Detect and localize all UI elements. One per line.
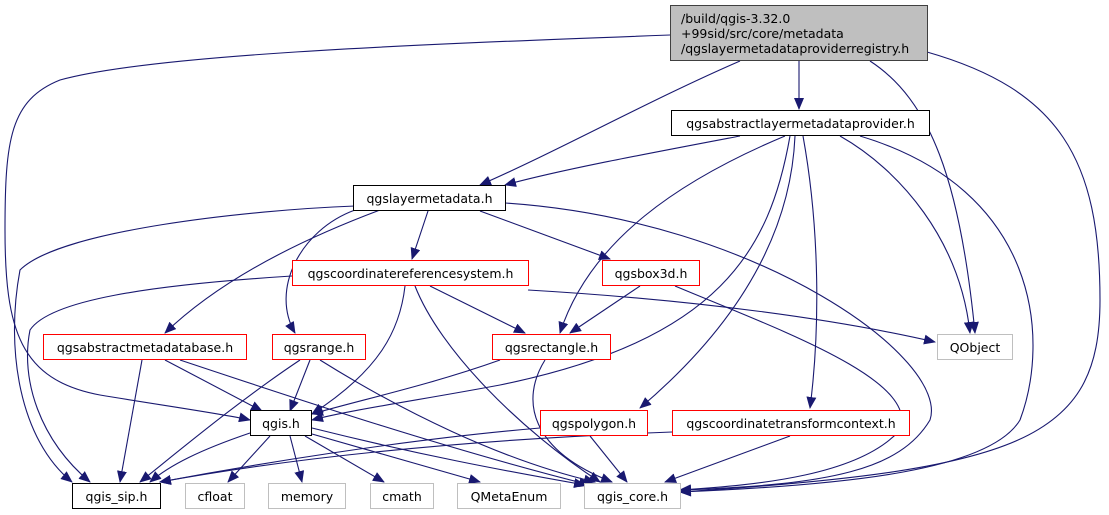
edge-crs-qgis — [311, 285, 406, 415]
edge-polygon-qgis-core — [589, 435, 628, 483]
edge-crs-qobject — [527, 289, 936, 345]
edge-qgis-cfloat — [227, 435, 271, 483]
node-abstract-metadata-base[interactable]: qgsabstractmetadatabase.h — [43, 334, 247, 360]
node-rectangle[interactable]: qgsrectangle.h — [492, 334, 611, 360]
edge-layermetadata-box3d — [479, 210, 611, 260]
node-abstract-layer-metadata-provider[interactable]: qgsabstractlayermetadataprovider.h — [671, 110, 930, 136]
node-qobject[interactable]: QObject — [937, 334, 1013, 360]
edge-provider-qgis — [311, 135, 791, 423]
edge-abstract-base-qgis — [164, 359, 263, 412]
edge-provider-layermetadata — [504, 135, 741, 187]
node-qmetaenum[interactable]: QMetaEnum — [457, 483, 561, 509]
edge-box3d-rectangle — [569, 285, 641, 334]
edge-layermetadata-qgis-core — [504, 202, 932, 495]
node-box3d[interactable]: qgsbox3d.h — [602, 260, 700, 286]
edge-box3d-qgis-core — [674, 285, 903, 495]
edge-range-qgis-sip — [139, 359, 301, 483]
edge-crs-qgis-sip — [27, 275, 293, 483]
edge-qgis-cmath — [304, 435, 385, 483]
edge-qgis-qmetaenum — [311, 433, 481, 484]
edge-provider-polygon — [639, 135, 796, 409]
node-polygon[interactable]: qgspolygon.h — [540, 410, 648, 436]
edge-root-qgis — [4, 34, 671, 423]
root-line-3: /qgslayermetadataproviderregistry.h — [681, 40, 910, 56]
node-cmath[interactable]: cmath — [370, 483, 434, 509]
edge-crs-qgis-core — [414, 285, 601, 483]
node-cfloat[interactable]: cfloat — [185, 483, 245, 509]
edge-rectangle-qgis — [311, 359, 501, 416]
edge-layermetadata-abstract-base — [164, 209, 381, 334]
node-coordinate-reference-system[interactable]: qgscoordinatereferencesystem.h — [292, 260, 529, 286]
edge-crs-rectangle — [429, 285, 526, 334]
edge-range-qgis — [289, 359, 311, 412]
edge-range-qgis-core — [319, 359, 596, 485]
edge-layermetadata-qgis-sip — [13, 205, 356, 483]
node-coordinate-transform-context[interactable]: qgscoordinatetransformcontext.h — [672, 410, 910, 436]
node-qgis-core[interactable]: qgis_core.h — [584, 483, 681, 509]
node-memory[interactable]: memory — [268, 483, 346, 509]
edge-abstract-base-qgis-sip — [117, 359, 143, 483]
edge-root-qobject — [869, 60, 979, 334]
edge-root-layermetadata — [479, 60, 741, 186]
edge-qgis-qgis-sip — [149, 432, 251, 483]
edge-root-qgis-core — [679, 51, 1101, 497]
edge-qgis-qgis-core — [311, 427, 586, 489]
root-line-2: +99sid/src/core/metadata — [681, 25, 844, 41]
edge-provider-rectangle — [558, 135, 786, 334]
edge-rectangle-qgis-core — [532, 359, 613, 483]
node-range[interactable]: qgsrange.h — [272, 334, 366, 360]
edge-transform-context-qgis-core — [664, 435, 791, 483]
root-line-1: /build/qgis-3.32.0 — [681, 10, 791, 26]
edge-provider-qgis-core — [679, 135, 1034, 497]
node-qgis-sip[interactable]: qgis_sip.h — [72, 483, 161, 509]
edge-layermetadata-crs — [410, 210, 429, 260]
node-layer-metadata[interactable]: qgslayermetadata.h — [353, 185, 506, 211]
root-file-node[interactable]: /build/qgis-3.32.0 +99sid/src/core/metad… — [670, 5, 928, 61]
edge-provider-qobject — [839, 135, 974, 334]
edge-abstract-base-qgis-core — [179, 359, 591, 488]
node-qgis[interactable]: qgis.h — [250, 410, 312, 436]
edge-provider-transform-context — [802, 135, 818, 409]
